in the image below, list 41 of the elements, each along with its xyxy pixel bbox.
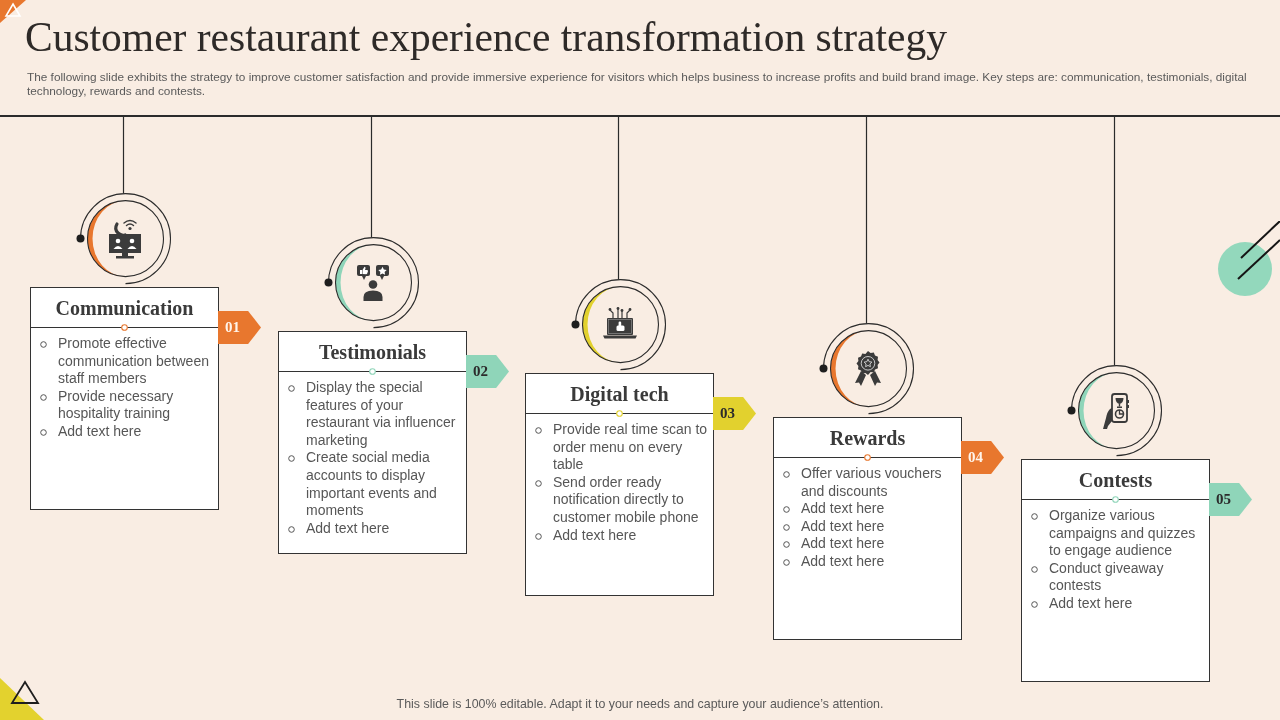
double-ring-ornament (323, 237, 420, 329)
connector-line (865, 116, 868, 324)
bullet-text: Send order ready notification directly to customer mobile phone (553, 473, 700, 527)
slide-description: The following slide exhibits the strategy to improve customer satisfaction and provide immersive experience for visitors which helps business to increase profits and build brand image. Key steps are: communication, testimonials, digital technology, rewards and contests. (27, 70, 1248, 98)
double-ring-ornament (1066, 365, 1163, 457)
bullet-text: Provide necessary hospitality training (58, 387, 175, 423)
bullet-text: Add text here (1049, 594, 1134, 613)
step-card (1021, 459, 1210, 682)
double-ring-ornament (75, 193, 172, 285)
step-card (30, 287, 219, 510)
connector-line (370, 116, 373, 238)
connector-line (122, 116, 125, 194)
step-number-tag: 01 (218, 311, 261, 344)
bullet-text: Add text here (801, 552, 886, 571)
bullet-text: Add text here (306, 519, 391, 538)
step-card (773, 417, 962, 640)
bullet-text: Add text here (801, 535, 886, 553)
double-ring-ornament (570, 279, 667, 371)
bullet-text: Add text here (58, 422, 143, 441)
connector-line (617, 116, 620, 280)
step-number-tag: 04 (961, 441, 1004, 474)
step-number-tag: 03 (713, 397, 756, 430)
slide-title: Customer restaurant experience transformation strategy (25, 13, 947, 61)
bullet-text: Organize various campaigns and quizzes to engage audience (1049, 507, 1197, 560)
bullet-text: Conduct giveaway contests (1049, 559, 1165, 595)
step-number-tag: 02 (466, 355, 509, 388)
double-ring-ornament (818, 323, 915, 415)
connector-line (1113, 116, 1116, 366)
bullet-text: Add text here (801, 500, 886, 518)
horizontal-rule-line (0, 115, 1280, 117)
footer-note: This slide is 100% editable. Adapt it to your needs and capture your audience’s attention. (396, 697, 884, 711)
bullet-text: Add text here (553, 526, 638, 545)
bullet-text: Display the special features of your restaurant via influencer marketing (306, 379, 457, 450)
step-card (278, 331, 467, 554)
bullet-text: Create social media accounts to display important events and moments (306, 449, 438, 520)
bullet-text: Offer various vouchers and discounts (801, 465, 943, 501)
bullet-text: Provide real time scan to order menu on every table (553, 421, 709, 474)
bullet-text: Promote effective communication between staff members (58, 335, 210, 388)
step-card (525, 373, 714, 596)
bullet-text: Add text here (801, 517, 886, 536)
step-number-tag: 05 (1209, 483, 1252, 516)
